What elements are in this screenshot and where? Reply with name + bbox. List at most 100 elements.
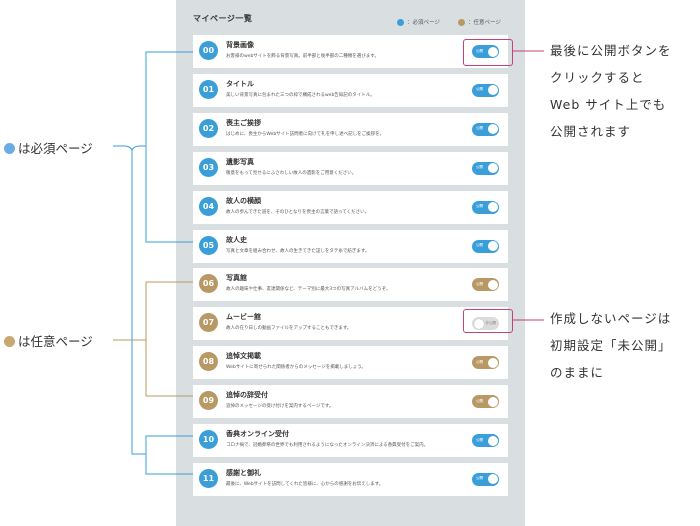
page-number-badge: 03 (199, 157, 218, 177)
publish-toggle[interactable]: 公開 (472, 161, 499, 175)
legend-required: ：必須ページ (397, 18, 440, 26)
toggle-label: 公開 (476, 126, 483, 131)
toggle-knob (487, 357, 498, 368)
page-number-badge: 00 (199, 41, 218, 60)
toggle-knob (487, 124, 498, 135)
page-description: 最後に、Webサイトを訪問してくれた皆様に、心からの感謝をお伝えします。 (226, 481, 384, 487)
toggle-label: 公開 (476, 165, 483, 170)
publish-toggle[interactable]: 公開 (472, 356, 499, 370)
page-title: 感謝と御礼 (226, 468, 261, 477)
page-description: 美しい背景写真に包まれた三つの枠で構成されるweb告知記のタイトル。 (226, 92, 375, 98)
toggle-label: 公開 (476, 204, 483, 209)
gold-dot-icon (4, 336, 15, 347)
page-number-badge: 06 (199, 274, 218, 294)
toggle-knob (487, 474, 498, 485)
page-number-badge: 08 (199, 352, 218, 372)
page-card: 03 遺影写真敬意をもって見せるにふさわしい故人の遺影をご用意ください。 公開 (193, 151, 508, 185)
page-description: Webサイトに寄せられた関係者からのメッセージを掲載しましょう。 (226, 365, 366, 371)
page-title: 喪主ご挨拶 (226, 118, 261, 127)
publish-note: 最後に公開ボタンを クリックすると Web サイト上でも 公開されます (550, 37, 672, 145)
page-card: 06 写真館故人の趣味や仕事、友達関係など、テーマ別に最大3つの写真アルバムをどう… (193, 268, 508, 302)
publish-toggle-highlight (463, 39, 513, 66)
page-title: 写真館 (226, 274, 247, 283)
my-page-list-panel: マイページ一覧 ：必須ページ ：任意ページ 00 背景画像お客様のwebサイトを飾… (176, 0, 525, 526)
publish-toggle[interactable]: 公開 (472, 45, 499, 58)
panel-title: マイページ一覧 (193, 14, 253, 23)
page-number-badge: 02 (199, 118, 218, 138)
unpublish-note-line: 初期設定「未公開」 (550, 338, 672, 353)
page-card: 09 追悼の辞受付追悼のメッセージの受け付けを案内するページです。 公開 (193, 385, 508, 419)
gold-dot-icon (458, 19, 465, 26)
optional-side-label-text: は任意ページ (18, 334, 93, 349)
blue-dot-icon (397, 19, 404, 26)
toggle-knob (487, 241, 498, 251)
page-title: 追悼文掲載 (226, 352, 261, 361)
unpublish-toggle-highlight (463, 309, 513, 333)
publish-toggle[interactable]: 公開 (472, 278, 499, 292)
legend-optional: ：任意ページ (458, 18, 501, 26)
required-side-label: は必須ページ (4, 138, 93, 157)
toggle-label: 非公開 (485, 320, 497, 325)
page-title: ムービー館 (226, 313, 261, 322)
toggle-label: 公開 (476, 243, 483, 247)
toggle-label: 公開 (476, 87, 483, 92)
page-description: 故人の趣味や仕事、友達関係など、テーマ別に最大3つの写真アルバムをどうぞ。 (226, 287, 391, 293)
page-description: 追悼のメッセージの受け付けを案内するページです。 (226, 404, 334, 410)
publish-toggle[interactable]: 公開 (472, 395, 499, 409)
page-number-badge: 05 (199, 235, 218, 255)
toggle-label: 公開 (476, 48, 483, 53)
page-number-badge: 11 (199, 468, 218, 488)
page-number-badge: 04 (199, 196, 218, 216)
publish-note-line: Web サイト上でも (550, 97, 667, 112)
page-description: コロナ禍で、冠婚葬祭の世界でも利用されるようになったオンライン決済による香典受付… (226, 443, 429, 448)
required-side-label-text: は必須ページ (18, 141, 93, 156)
toggle-knob (487, 279, 498, 290)
toggle-knob (487, 396, 498, 407)
page-card: 00 背景画像お客様のwebサイトを飾る背景写真。前半部と後半部の二種類を選びます… (193, 35, 508, 68)
toggle-label: 公開 (476, 281, 483, 286)
legend-optional-label: ：任意ページ (468, 20, 501, 26)
toggle-knob (487, 202, 498, 213)
unpublish-note-line: のままに (550, 365, 605, 380)
publish-note-line: 公開されます (550, 124, 632, 139)
unpublish-toggle[interactable]: 非公開 (472, 317, 499, 331)
page-card: 08 追悼文掲載 Webサイトに寄せられた関係者からのメッセージを掲載しましょう。 公… (193, 346, 508, 380)
page-title: 追悼の辞受付 (226, 391, 268, 400)
page-card: 11 感謝と御礼最後に、Webサイトを訪問してくれた皆様に、心からの感謝をお伝えし… (193, 462, 508, 496)
publish-note-line: クリックすると (550, 70, 645, 85)
toggle-knob (487, 85, 498, 96)
publish-toggle[interactable]: 公開 (472, 83, 499, 97)
page-title: 故人の横顔 (226, 196, 261, 205)
page-number-badge: 07 (199, 313, 218, 333)
toggle-label: 公開 (476, 359, 483, 364)
page-card: 02 喪主ご挨拶はじめに、喪主からWebサイト訪問者に向けて礼を申し述べ記しをご挨… (193, 112, 508, 146)
publish-note-line: 最後に公開ボタンを (550, 43, 672, 58)
page-title: 香典オンライン受付 (226, 430, 289, 438)
publish-toggle[interactable]: 公開 (472, 200, 499, 214)
page-number-badge: 09 (199, 391, 218, 411)
optional-side-label: は任意ページ (4, 331, 93, 350)
publish-toggle[interactable]: 公開 (472, 434, 499, 447)
page-title: 背景画像 (226, 41, 254, 49)
page-description: お客様のwebサイトを飾る背景写真。前半部と後半部の二種類を選びます。 (226, 54, 379, 59)
publish-toggle[interactable]: 公開 (472, 472, 499, 486)
publish-toggle[interactable]: 公開 (472, 239, 499, 253)
blue-dot-icon (4, 143, 15, 154)
page-description: 敬意をもって見せるにふさわしい故人の遺影をご用意ください。 (226, 170, 357, 176)
publish-toggle[interactable]: 公開 (472, 122, 499, 136)
toggle-knob (487, 435, 498, 446)
page-description: 写真と文章を組み合わせ、故人の生きてきた証しをタテ糸で紡ぎます。 (226, 248, 370, 254)
page-description: はじめに、喪主からWebサイト訪問者に向けて礼を申し述べ記しをご挨拶を。 (226, 131, 385, 137)
unpublish-note-line: 作成しないページは (550, 311, 672, 326)
toggle-label: 公開 (476, 398, 483, 403)
page-number-badge: 01 (199, 79, 218, 99)
legend-required-label: ：必須ページ (407, 20, 440, 26)
toggle-knob (487, 46, 498, 57)
toggle-knob (487, 163, 498, 174)
toggle-knob (473, 318, 484, 329)
page-title: 遺影写真 (226, 157, 254, 166)
